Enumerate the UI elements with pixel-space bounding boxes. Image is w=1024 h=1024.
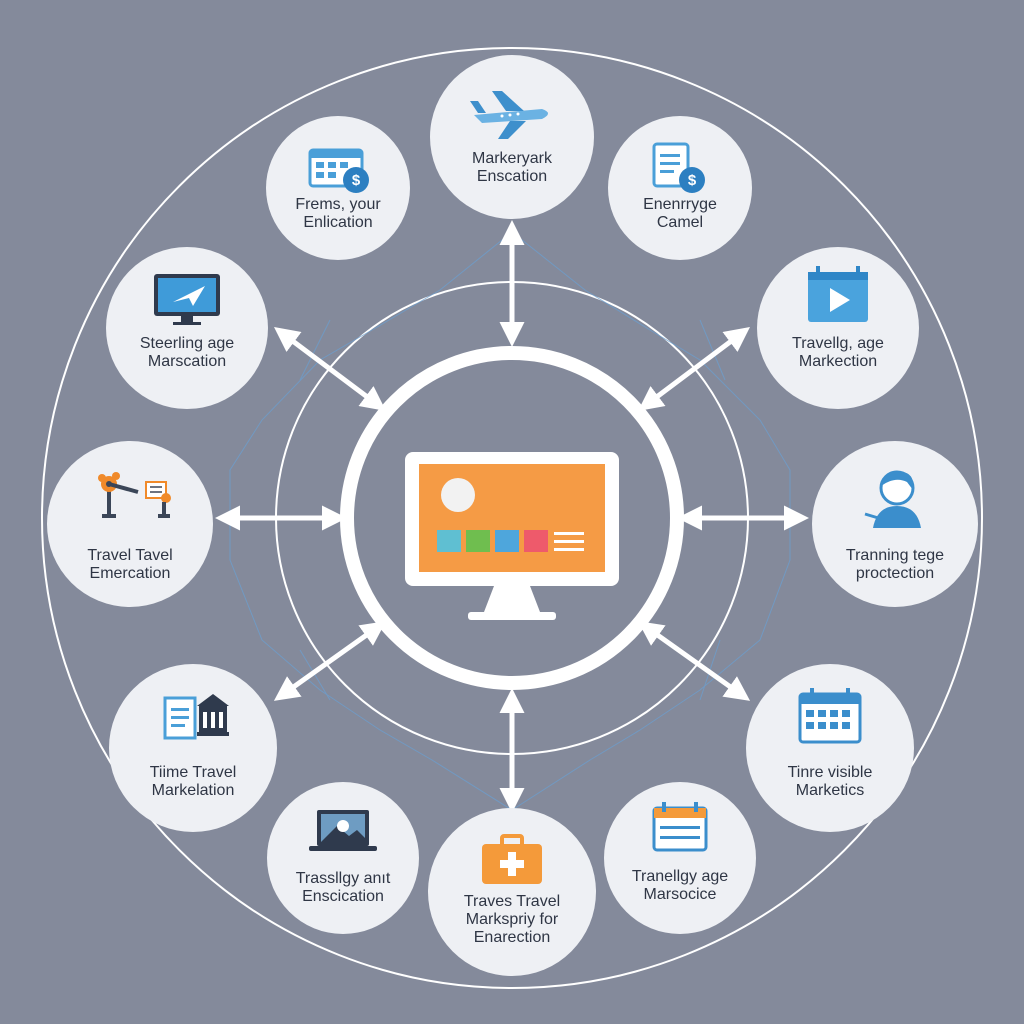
node-label-line: Enlication xyxy=(303,214,373,231)
node-label-bottom-right: Tranellgy age Marsocice xyxy=(605,868,755,904)
video-play-icon xyxy=(808,266,868,322)
node-label-line: Markeryark xyxy=(471,150,552,167)
node-label-line: Tiime Travel xyxy=(149,764,237,781)
svg-text:$: $ xyxy=(688,172,697,189)
node-right[interactable] xyxy=(812,441,978,607)
arrow-upper-right xyxy=(638,327,750,411)
node-label-line: Travel Tavel xyxy=(87,547,173,564)
node-label-line: Tranning tege xyxy=(845,547,945,564)
node-bottom-left[interactable] xyxy=(267,782,419,934)
node-label-line: Marketics xyxy=(795,782,865,799)
node-label-line: Traves Travel xyxy=(463,893,561,910)
node-top[interactable] xyxy=(430,55,594,219)
node-label-line: Steerling age xyxy=(139,335,235,352)
arrow-upper-left xyxy=(274,327,386,411)
node-label-line: Camel xyxy=(656,214,704,231)
monitor-plane-icon xyxy=(154,274,220,325)
node-label-line: Markspriy for xyxy=(465,911,559,928)
node-top-left[interactable]: $ xyxy=(266,116,410,260)
node-label-upper-right: Travellg, age Markection xyxy=(763,335,913,371)
node-bottom-right[interactable] xyxy=(604,782,756,934)
airplane-icon xyxy=(470,91,548,139)
node-label-line: Tinre visible xyxy=(787,764,873,781)
node-label-top-right: Enenrryge Camel xyxy=(605,196,755,232)
center-hub xyxy=(340,346,684,690)
node-label-line: Enenrryge xyxy=(643,196,717,213)
node-label-line: Markection xyxy=(798,353,878,370)
node-lower-left[interactable] xyxy=(109,664,277,832)
node-label-line: Emercation xyxy=(89,565,171,582)
node-label-top-left: Frems, your Enlication xyxy=(263,196,413,232)
node-label-line: Travellg, age xyxy=(792,335,884,352)
outer-ring xyxy=(41,47,983,989)
svg-text:$: $ xyxy=(352,172,361,189)
node-label-top: Markeryark Enscation xyxy=(437,150,587,186)
node-label-line: Tranellgy age xyxy=(631,868,729,885)
node-label-left: Travel Tavel Emercation xyxy=(55,547,205,583)
arrow-lower-right xyxy=(637,621,751,701)
node-left[interactable] xyxy=(47,441,213,607)
arrow-lower-left xyxy=(273,621,387,701)
node-label-line: proctection xyxy=(855,565,935,582)
node-label-line: Marscation xyxy=(147,353,227,370)
robot-arm-icon xyxy=(98,472,171,518)
laptop-image-icon xyxy=(309,810,377,851)
node-label-right: Tranning tege proctection xyxy=(820,547,970,583)
calendar-icon xyxy=(798,688,862,744)
document-building-icon xyxy=(163,694,229,740)
node-label-line: Enscation xyxy=(476,168,548,185)
document-payment-icon: $ xyxy=(652,142,705,193)
node-label-line: Markelation xyxy=(151,782,235,799)
node-label-bottom: Traves Travel Markspriy for Enarection xyxy=(437,893,587,947)
node-label-lower-right: Tinre visible Marketics xyxy=(755,764,905,800)
node-lower-right[interactable] xyxy=(746,664,914,832)
calendar-payment-icon: $ xyxy=(308,148,369,193)
person-icon xyxy=(864,470,921,528)
connector-arrows xyxy=(215,220,809,813)
node-label-upper-left: Steerling age Marscation xyxy=(112,335,262,371)
node-label-line: Enscication xyxy=(302,888,384,905)
node-label-lower-left: Tiime Travel Markelation xyxy=(118,764,268,800)
node-label-line: Frems, your xyxy=(295,196,381,213)
node-label-bottom-left: Trassllgy anıt Enscication xyxy=(268,870,418,906)
node-upper-left[interactable] xyxy=(106,247,268,409)
node-top-right[interactable]: $ xyxy=(608,116,752,260)
node-label-line: Marsocice xyxy=(643,886,717,903)
monitor-dashboard-icon xyxy=(405,452,619,620)
node-label-line: Trassllgy anıt xyxy=(295,870,391,887)
calendar-orange-icon xyxy=(652,802,708,852)
medical-case-icon xyxy=(482,834,542,884)
node-label-line: Enarection xyxy=(473,929,551,946)
node-bottom[interactable] xyxy=(428,808,596,976)
node-upper-right[interactable] xyxy=(757,247,919,409)
